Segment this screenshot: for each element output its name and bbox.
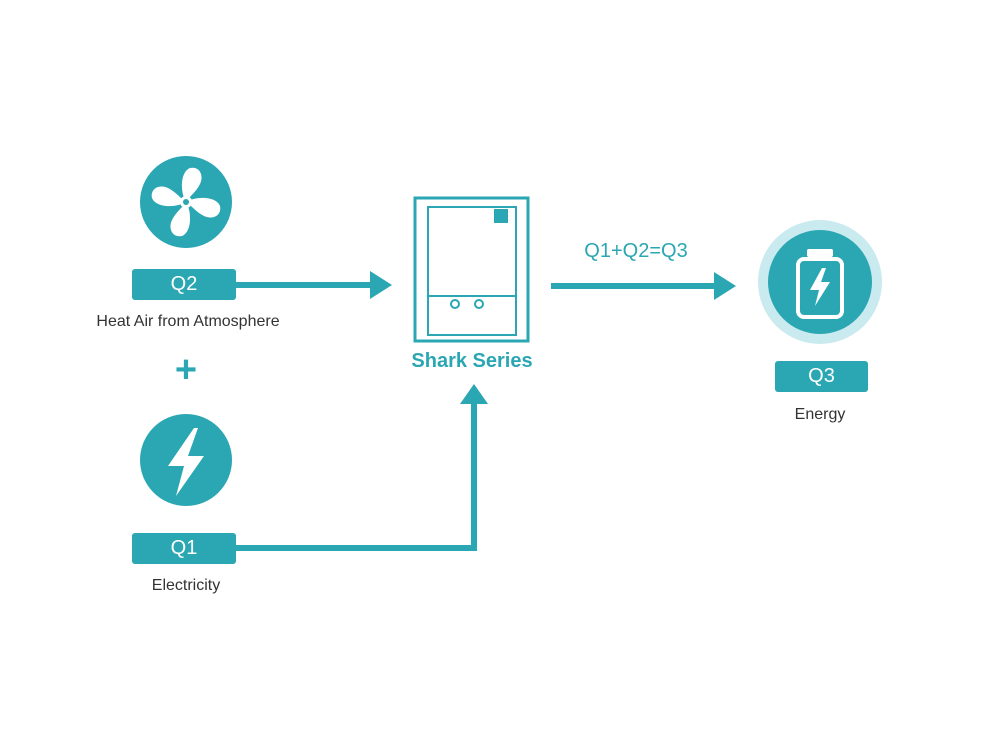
lightning-icon — [140, 414, 232, 506]
arrow-q1-to-unit — [236, 384, 488, 551]
q3-badge — [775, 361, 868, 392]
arrow-q2-to-unit — [236, 271, 392, 299]
unit-label: Shark Series — [411, 350, 533, 372]
q2-badge — [132, 269, 236, 300]
equation-label: Q1+Q2=Q3 — [584, 240, 688, 262]
arrow-unit-to-output — [551, 272, 736, 300]
heat-source-label: Heat Air from Atmosphere — [96, 313, 280, 330]
power-source-label: Electricity — [151, 577, 221, 594]
q2-badge-text: Q2 — [170, 273, 198, 295]
output-label: Energy — [794, 406, 846, 423]
battery-icon — [758, 220, 882, 344]
q1-badge — [132, 533, 236, 564]
plus-sign: + — [174, 349, 198, 391]
q3-badge-text: Q3 — [808, 365, 835, 387]
q1-badge-text: Q1 — [170, 537, 198, 559]
fan-icon — [140, 156, 232, 248]
heat-pump-unit-icon — [413, 196, 530, 343]
